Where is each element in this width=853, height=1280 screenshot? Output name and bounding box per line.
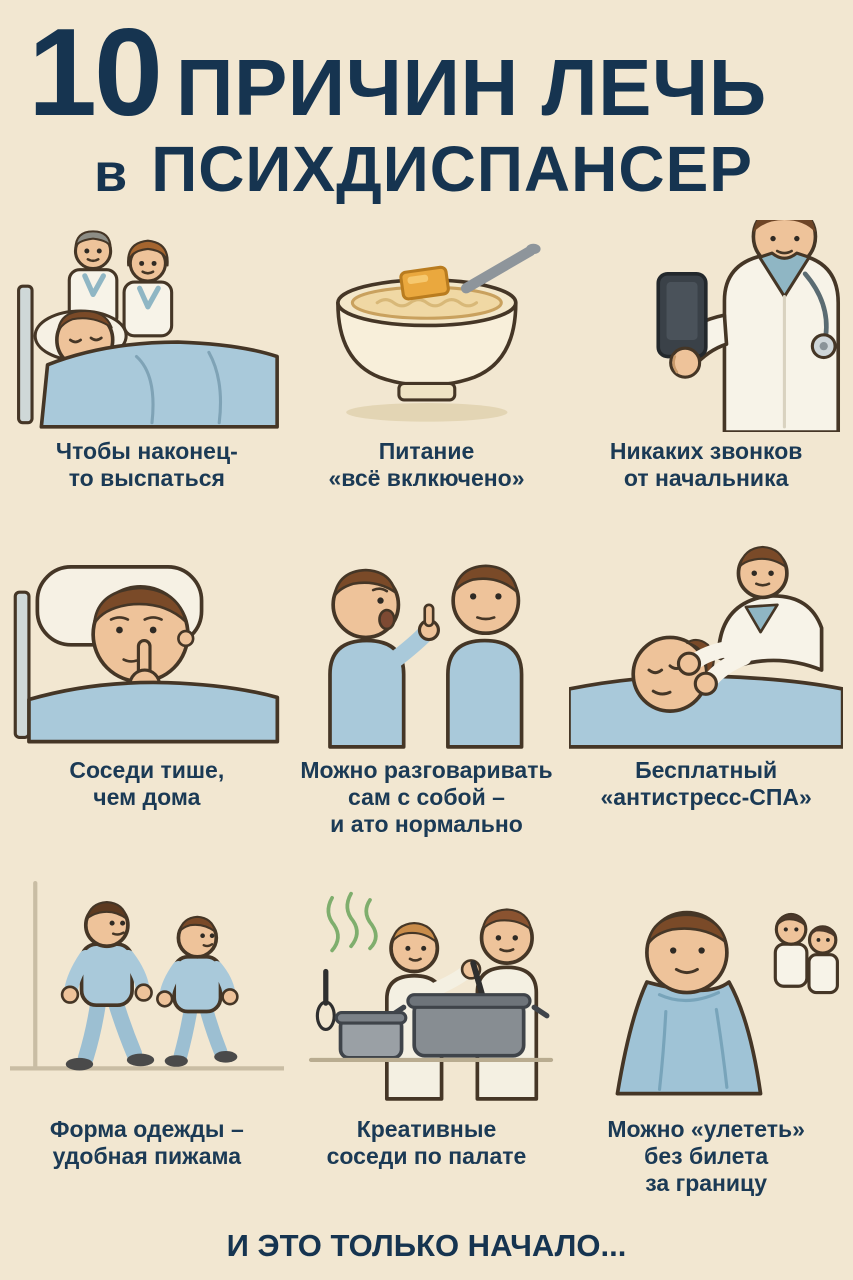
pajama-walk-illustration <box>10 872 284 1110</box>
reason-card-3: Никаких звонков от начальника <box>569 220 843 517</box>
reason-card-7: Форма одежды – удобная пижама <box>10 872 284 1222</box>
title-line2: ПСИХДИСПАНСЕР <box>151 133 753 205</box>
reason-card-5: Можно разговаривать сам с собой – и ато … <box>290 527 564 863</box>
reason-card-6: Бесплатный «антистресс-СПА» <box>569 527 843 863</box>
reason-caption: Можно «улететь» без билета за границу <box>607 1116 805 1197</box>
reason-caption: Соседи тише, чем дома <box>69 756 225 810</box>
reason-caption: Чтобы наконец- то выспаться <box>55 438 238 491</box>
title-row-2: в ПСИХДИСПАНСЕР <box>94 132 847 206</box>
poster-title: 10 ПРИЧИН ЛЕЧЬ в ПСИХДИСПАНСЕР <box>0 0 853 210</box>
title-number: 10 <box>28 4 163 142</box>
blue-cape-man-illustration <box>569 872 843 1110</box>
footer-text: И ЭТО ТОЛЬКО НАЧАЛО... <box>226 1228 627 1263</box>
man-shushing-illustration <box>10 527 284 751</box>
reasons-grid: Чтобы наконец- то выспаться <box>0 210 853 1222</box>
reason-caption: Форма одежды – удобная пижама <box>49 1116 244 1170</box>
reason-caption: Можно разговаривать сам с собой – и ато … <box>300 756 553 837</box>
title-line2-prefix: в <box>94 143 128 203</box>
title-line1: ПРИЧИН ЛЕЧЬ <box>175 43 767 132</box>
reason-caption: Никаких звонков от начальника <box>609 438 803 491</box>
reason-card-4: Соседи тише, чем дома <box>10 527 284 863</box>
reason-card-2: Питание «всё вклкючено» <box>290 220 564 517</box>
cooking-roommates-illustration <box>290 872 564 1110</box>
title-row-1: 10 ПРИЧИН ЛЕЧЬ <box>28 4 847 142</box>
man-talking-to-himself-illustration <box>290 527 564 751</box>
patient-sleeping-with-doctors-illustration <box>10 220 284 432</box>
porridge-bowl-illustration <box>290 220 564 432</box>
doctor-holding-phone-illustration <box>569 220 843 432</box>
reason-caption: Бесплатный «антистресс-СПА» <box>600 756 812 810</box>
reason-card-1: Чтобы наконец- то выспаться <box>10 220 284 517</box>
reason-card-9: Можно «улететь» без билета за границу <box>569 872 843 1222</box>
reason-card-8: Креативные соседи по палате <box>290 872 564 1222</box>
head-massage-illustration <box>569 527 843 751</box>
reason-caption: Питание «всё вклкючено» <box>328 438 525 491</box>
reason-caption: Креативные соседи по палате <box>326 1116 527 1170</box>
